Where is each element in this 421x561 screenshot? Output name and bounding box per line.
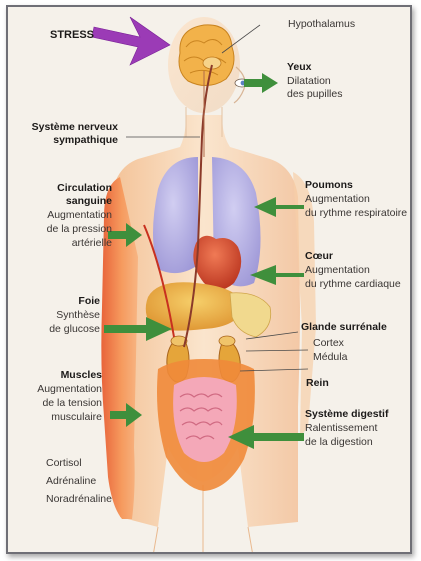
muscles-desc-2: de la tension	[42, 397, 102, 409]
cortex-label: Cortex	[313, 337, 344, 349]
circulation-title-1: Circulation	[57, 182, 112, 194]
poumons-desc-1: Augmentation	[305, 193, 370, 205]
digestif-desc-2: de la digestion	[305, 436, 373, 448]
brain	[178, 24, 235, 86]
rein-label: Rein	[306, 377, 329, 389]
liver	[145, 282, 272, 338]
digestif-desc-1: Ralentissement	[305, 422, 378, 434]
stress-arrow	[91, 16, 171, 66]
medula-label: Médula	[313, 351, 348, 363]
artery	[143, 224, 175, 338]
hormone-noradrenaline: Noradrénaline	[46, 493, 112, 505]
poumons-title: Poumons	[305, 179, 353, 191]
yeux-desc-2: des pupilles	[287, 88, 343, 100]
green-arrows	[104, 73, 304, 449]
diagram-board: STRESS Hypothalamus Yeux Dilatation des …	[6, 5, 412, 554]
yeux-title: Yeux	[287, 61, 312, 73]
coeur-desc-2: du rythme cardiaque	[305, 278, 401, 290]
poumons-desc-2: du rythme respiratoire	[305, 207, 408, 219]
intestines	[157, 359, 255, 491]
muscles-desc-3: musculaire	[51, 411, 102, 423]
sympathetic-nerve	[183, 64, 213, 348]
circulation-desc-3: artérielle	[71, 237, 112, 249]
body-illustration	[91, 16, 316, 552]
sns-title-2: sympathique	[53, 134, 118, 146]
foie-title: Foie	[78, 295, 100, 307]
hormone-adrenaline: Adrénaline	[46, 475, 97, 487]
foie-desc-2: de glucose	[49, 323, 100, 335]
surrenale-title: Glande surrénale	[301, 321, 387, 333]
digestif-title: Système digestif	[305, 408, 389, 420]
leader-lines	[126, 24, 309, 372]
hypothalamus-label: Hypothalamus	[288, 18, 356, 30]
circulation-desc-2: de la pression	[46, 223, 112, 235]
yeux-desc-1: Dilatation	[287, 75, 331, 87]
sns-title-1: Système nerveux	[31, 121, 118, 133]
muscles-title: Muscles	[60, 369, 102, 381]
muscles-desc-1: Augmentation	[37, 383, 102, 395]
coeur-desc-1: Augmentation	[305, 264, 370, 276]
coeur-title: Cœur	[305, 250, 333, 262]
circulation-title-2: sanguine	[65, 195, 112, 207]
hormone-cortisol: Cortisol	[46, 457, 82, 469]
foie-desc-1: Synthèse	[56, 309, 100, 321]
circulation-desc-1: Augmentation	[47, 209, 112, 221]
heart	[193, 235, 242, 290]
stress-label: STRESS	[50, 29, 95, 41]
